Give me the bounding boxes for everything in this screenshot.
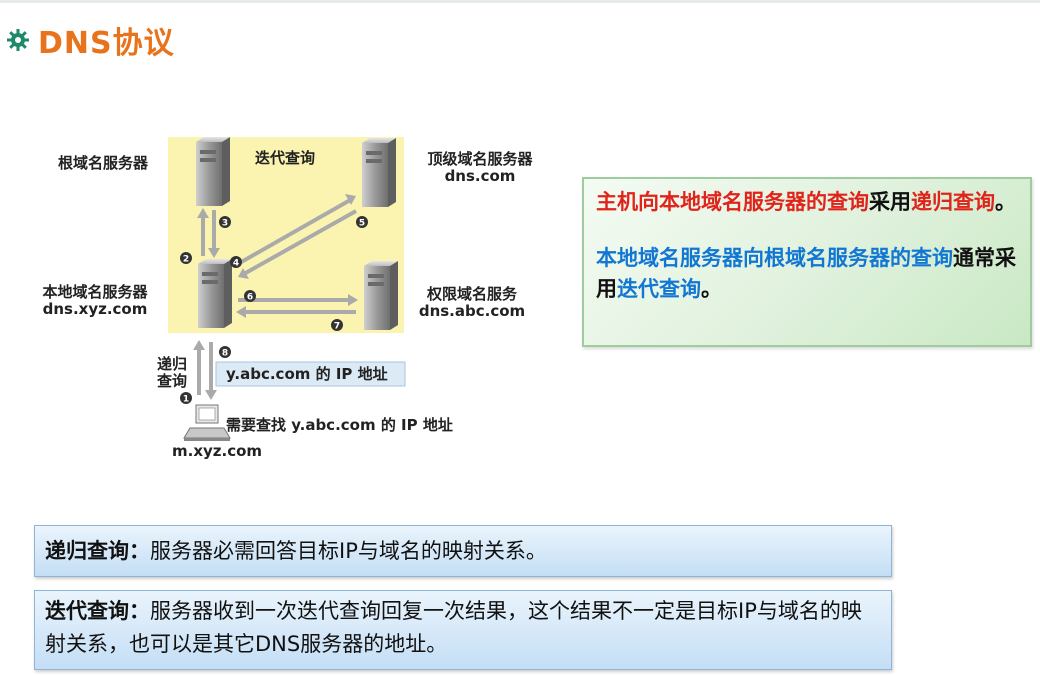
recursive-query-label: 递归 查询 bbox=[152, 356, 192, 390]
tld-server-host: dns.com bbox=[444, 167, 516, 185]
answer-box-bg bbox=[215, 361, 406, 387]
definition-term: 递归查询 bbox=[45, 539, 129, 563]
callout-text: 本地域名服务器向根域名服务器的查询 bbox=[596, 246, 953, 270]
auth-server-icon bbox=[364, 261, 398, 330]
step-badge-8: 8 bbox=[222, 349, 228, 359]
callout-text: 迭代查询 bbox=[617, 277, 701, 301]
local-server-name: 本地域名服务器 bbox=[42, 283, 148, 301]
local-server-icon bbox=[198, 259, 232, 328]
answer-box-label: y.abc.com 的 IP 地址 bbox=[226, 365, 388, 383]
iterative-query-definition: 迭代查询：服务器收到一次迭代查询回复一次结果，这个结果不一定是目标IP与域名的映… bbox=[34, 590, 892, 670]
step-badges: 1 2 3 4 5 6 7 8 bbox=[180, 216, 368, 405]
step-badge-2: 2 bbox=[183, 255, 189, 265]
callout-text: 递归查询 bbox=[911, 190, 995, 214]
client-host-label: m.xyz.com bbox=[172, 442, 263, 460]
callout-text: 采用 bbox=[869, 190, 911, 214]
query-arrows bbox=[193, 194, 358, 400]
definition-colon: ： bbox=[129, 539, 150, 563]
callout-text: 通常采用 bbox=[596, 246, 1016, 301]
top-rule bbox=[0, 0, 1040, 3]
summary-callout: 主机向本地域名服务器的查询采用递归查询。 本地域名服务器向根域名服务器的查询通常… bbox=[582, 177, 1032, 347]
step-badge-6: 6 bbox=[247, 293, 253, 303]
definition-colon: ： bbox=[129, 599, 150, 623]
root-server-label: 根域名服务器 bbox=[58, 154, 149, 172]
local-server-label: 本地域名服务器 dns.xyz.com bbox=[30, 284, 160, 318]
callout-paragraph-recursive: 主机向本地域名服务器的查询采用递归查询。 bbox=[596, 187, 1020, 218]
recursive-label-line1: 递归 bbox=[156, 355, 187, 373]
callout-text: 主机向本地域名服务器的查询 bbox=[596, 190, 869, 214]
recursive-label-line2: 查询 bbox=[156, 372, 187, 390]
auth-server-label: 权限域名服务 dns.abc.com bbox=[416, 286, 528, 320]
local-server-host: dns.xyz.com bbox=[42, 300, 148, 318]
callout-paragraph-iterative: 本地域名服务器向根域名服务器的查询通常采用迭代查询。 bbox=[596, 243, 1020, 305]
callout-text: 。 bbox=[995, 190, 1016, 214]
step-badge-3: 3 bbox=[222, 219, 228, 229]
auth-server-host: dns.abc.com bbox=[418, 302, 526, 320]
dns-query-diagram: 1 2 3 4 5 6 7 8 迭代查询 根域名服务器 顶级域名服务器 dns.… bbox=[0, 0, 560, 500]
page-title: DNS协议 bbox=[38, 26, 175, 61]
step-badge-7: 7 bbox=[334, 322, 340, 332]
step-badge-1: 1 bbox=[183, 395, 189, 405]
gear-icon bbox=[7, 29, 29, 51]
definition-text: 服务器收到一次迭代查询回复一次结果，这个结果不一定是目标IP与域名的映射关系，也… bbox=[45, 599, 862, 656]
callout-text: 。 bbox=[701, 277, 722, 301]
iteration-area-label: 迭代查询 bbox=[255, 149, 316, 167]
root-server-icon bbox=[196, 137, 230, 206]
tld-server-label: 顶级域名服务器 dns.com bbox=[418, 151, 542, 185]
step-badge-5: 5 bbox=[359, 219, 365, 229]
step-badge-4: 4 bbox=[233, 259, 239, 269]
definition-term: 迭代查询 bbox=[45, 599, 129, 623]
definition-text: 服务器必需回答目标IP与域名的映射关系。 bbox=[150, 539, 547, 563]
recursive-query-definition: 递归查询：服务器必需回答目标IP与域名的映射关系。 bbox=[34, 525, 892, 577]
tld-server-icon bbox=[362, 138, 396, 207]
client-computer-icon bbox=[183, 404, 231, 441]
tld-server-name: 顶级域名服务器 bbox=[427, 150, 533, 168]
slide-title: DNS协议 bbox=[6, 20, 175, 61]
diagram-graphics: 1 2 3 4 5 6 7 8 bbox=[168, 137, 406, 441]
auth-server-name: 权限域名服务 bbox=[426, 285, 517, 303]
client-request-label: 需要查找 y.abc.com 的 IP 地址 bbox=[226, 416, 453, 434]
